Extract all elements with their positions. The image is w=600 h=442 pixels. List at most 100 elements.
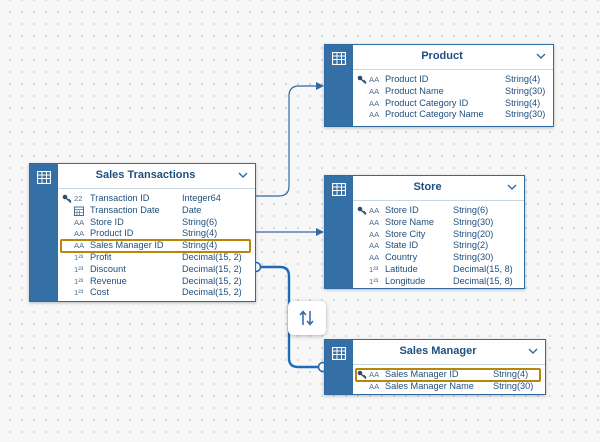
number-type-icon: 1²³ [369,276,379,286]
chevron-down-icon[interactable] [536,53,546,60]
field-name: Cost [90,287,109,298]
number-type-icon: 1²³ [369,264,379,274]
number-type-icon: 1²³ [74,276,84,286]
swap-direction-button[interactable] [288,301,326,335]
field-name: Store City [385,228,426,239]
field-row[interactable]: Transaction Date Date [58,205,255,217]
text-type-icon: AA [74,229,85,239]
text-type-icon: AA [369,98,380,108]
field-name: Sales Manager ID [90,240,164,251]
field-type: Decimal(15, 8) [453,275,513,286]
field-name: Revenue [90,275,127,286]
field-row[interactable]: AA Product ID String(4) [58,228,255,240]
field-name: Product ID [90,228,134,239]
table-icon [37,171,51,184]
chevron-down-icon[interactable] [528,348,538,355]
table-icon [332,52,346,65]
field-row[interactable]: 1²³ Longitude Decimal(15, 8) [353,276,524,288]
field-name: Product Category Name [385,109,484,120]
field-name: State ID [385,240,419,251]
field-row[interactable]: AA Product Name String(30) [353,86,553,98]
text-type-icon: AA [74,217,85,227]
field-type: String(4) [493,369,529,379]
key-icon [357,206,367,215]
field-name: Latitude [385,263,418,274]
entity-stripe [325,45,353,126]
field-row[interactable]: 1²³ Latitude Decimal(15, 8) [353,264,524,276]
field-type: String(6) [182,216,218,227]
entity-title: Sales Transactions [95,169,196,181]
number-type-icon: 1²³ [74,288,84,298]
text-type-icon: AA [369,86,380,96]
field-type: String(4) [182,240,218,251]
field-row[interactable]: AA Sales Manager ID String(4) [58,239,255,253]
integer-type-icon: 22 [74,194,83,203]
key-icon [357,370,367,379]
field-name: Store ID [385,205,419,215]
field-name: Product ID [385,74,429,84]
field-name: Product Name [385,85,444,96]
entity-stripe [325,340,353,394]
field-name: Transaction Date [90,204,160,215]
entity-header: Product [353,45,553,70]
text-type-icon: AA [369,75,380,84]
field-type: Decimal(15, 8) [453,263,513,274]
field-name: Discount [90,263,126,274]
calendar-icon [74,206,84,216]
field-row[interactable]: AA Product ID String(4) [353,74,553,86]
chevron-down-icon[interactable] [238,172,248,179]
text-type-icon: AA [369,229,380,239]
field-type: String(30) [493,380,534,391]
text-type-icon: AA [74,241,85,251]
entity-header: Sales Transactions [58,164,255,189]
text-type-icon: AA [369,381,380,391]
field-type: String(30) [505,109,546,120]
field-type: String(4) [505,74,541,84]
field-type: String(30) [505,85,546,96]
field-name: Sales Manager Name [385,380,474,391]
swap-arrows-icon [299,310,314,326]
field-type: String(20) [453,228,494,239]
key-icon [62,194,72,203]
field-type: Date [182,204,202,215]
field-row[interactable]: AA Country String(30) [353,252,524,264]
entity-stripe [325,176,353,288]
entity-header: Store [353,176,524,201]
text-type-icon: AA [369,253,380,263]
field-name: Longitude [385,275,426,286]
chevron-down-icon[interactable] [507,184,517,191]
field-row[interactable]: AA Store City String(20) [353,229,524,241]
field-row[interactable]: AA Sales Manager Name String(30) [353,381,545,393]
entity-header: Sales Manager [353,340,545,365]
field-name: Transaction ID [90,193,150,203]
field-type: String(4) [182,228,218,239]
entity-stripe [30,164,58,301]
entity-product[interactable]: Product AA Product ID String(4) AA Product N… [324,44,554,127]
key-icon [357,75,367,84]
entity-title: Sales Manager [399,345,477,357]
field-type: String(2) [453,240,489,251]
text-type-icon: AA [369,110,380,120]
field-type: String(30) [453,252,494,263]
field-type: Decimal(15, 2) [182,251,242,262]
text-type-icon: AA [369,206,380,215]
field-name: Country [385,252,418,263]
field-row[interactable]: AA Product Category Name String(30) [353,109,553,121]
field-type: Decimal(15, 2) [182,287,242,298]
field-row[interactable]: 1²³ Cost Decimal(15, 2) [58,287,255,299]
